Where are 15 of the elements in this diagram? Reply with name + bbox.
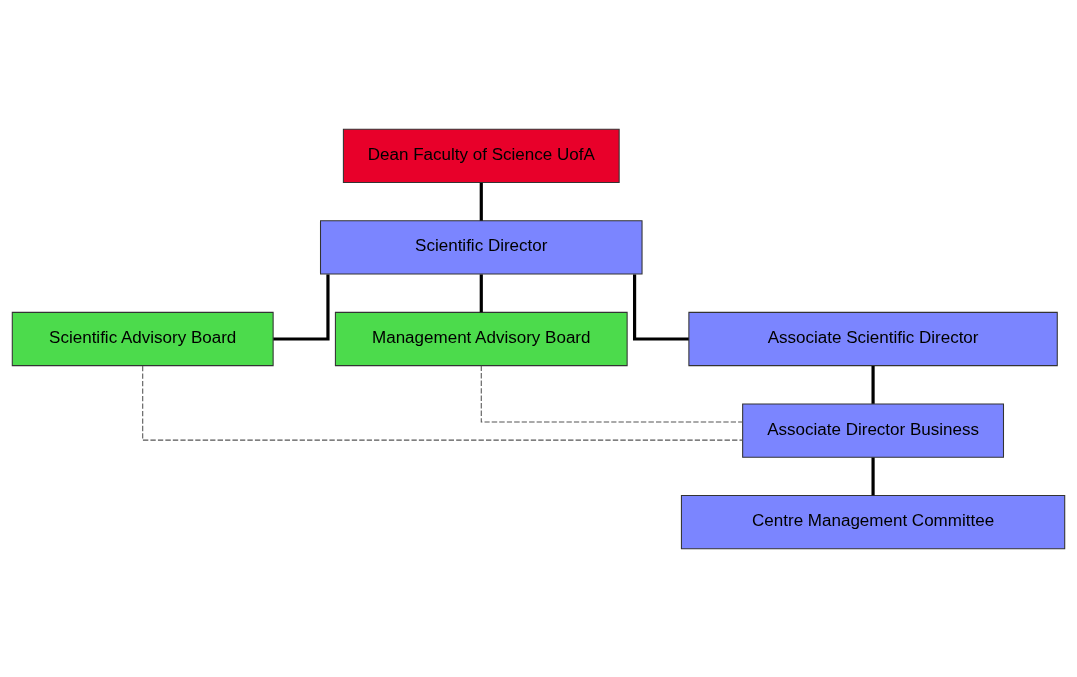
- connector: [633, 273, 689, 341]
- node-box: Scientific Advisory Board: [11, 311, 274, 366]
- connector: [273, 273, 330, 341]
- node-box: Associate Scientific Director: [688, 311, 1058, 366]
- node-box: Associate Director Business: [742, 402, 1005, 458]
- connector: [871, 365, 875, 404]
- node-box: Dean Faculty of Science UofA: [342, 128, 620, 183]
- connector: [479, 182, 483, 221]
- connector: [479, 273, 483, 312]
- connector: [871, 457, 875, 495]
- connector: [142, 365, 744, 441]
- node-box: Centre Management Committee: [680, 494, 1066, 549]
- node-box: Scientific Director: [320, 219, 643, 275]
- connector: [480, 364, 744, 423]
- node-box: Management Advisory Board: [334, 311, 628, 366]
